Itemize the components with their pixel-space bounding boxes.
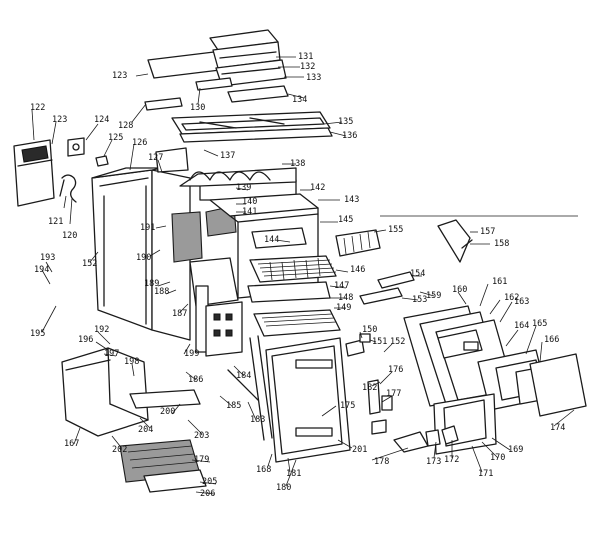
callout-123: 123 [52, 115, 67, 125]
callout-204: 204 [138, 425, 153, 435]
drawer-hardware-parts [367, 379, 459, 453]
callout-194: 194 [34, 265, 49, 275]
callout-203: 203 [194, 431, 209, 441]
callout-140: 140 [242, 197, 257, 207]
callout-199: 199 [184, 349, 199, 359]
callout-191: 191 [140, 223, 155, 233]
callout-179: 179 [194, 455, 209, 465]
callout-126: 126 [132, 138, 147, 148]
callout-158: 158 [494, 239, 509, 249]
callout-177: 177 [386, 389, 401, 399]
callout-171: 171 [478, 469, 493, 479]
callout-187: 187 [172, 309, 187, 319]
callout-130: 130 [190, 103, 205, 113]
callout-120: 120 [62, 231, 77, 241]
callout-195: 195 [30, 329, 45, 339]
callout-150: 150 [362, 325, 377, 335]
callout-160: 160 [452, 285, 467, 295]
callout-132: 132 [300, 62, 315, 72]
callout-157: 157 [480, 227, 495, 237]
callout-186: 186 [188, 375, 203, 385]
callout-153: 153 [412, 295, 427, 305]
callout-169: 169 [508, 445, 523, 455]
callout-151: 151 [372, 337, 387, 347]
callout-155: 155 [388, 225, 403, 235]
callout-200: 200 [160, 407, 175, 417]
callout-152: 152 [82, 259, 97, 269]
callout-125: 125 [108, 133, 123, 143]
callout-142: 142 [310, 183, 325, 193]
callout-175: 175 [340, 401, 355, 411]
callout-196: 196 [78, 335, 93, 345]
callout-162: 162 [504, 293, 519, 303]
callout-166: 166 [544, 335, 559, 345]
callout-206: 206 [200, 489, 215, 499]
callout-184: 184 [236, 371, 251, 381]
callout-154: 154 [410, 269, 425, 279]
callout-167: 167 [64, 439, 79, 449]
callout-193: 193 [40, 253, 55, 263]
callout-135: 135 [338, 117, 353, 127]
callout-198: 198 [124, 357, 139, 367]
callout-149: 149 [336, 303, 351, 313]
callout-159: 159 [426, 291, 441, 301]
callout-121: 121 [48, 217, 63, 227]
front-frame-parts [249, 335, 351, 463]
callout-178: 178 [374, 457, 389, 467]
callout-141: 141 [242, 207, 257, 217]
callout-143: 143 [344, 195, 359, 205]
callout-180: 180 [276, 483, 291, 493]
callout-165: 165 [532, 319, 547, 329]
callout-174: 174 [550, 423, 565, 433]
top-panel-parts [144, 29, 333, 143]
callout-134: 134 [292, 95, 307, 105]
callout-185: 185 [226, 401, 241, 411]
callout-138: 138 [290, 159, 305, 169]
callout-152: 152 [390, 337, 405, 347]
callout-139: 139 [236, 183, 251, 193]
callout-189: 189 [144, 279, 159, 289]
callout-188: 188 [154, 287, 169, 297]
callout-197: 197 [104, 349, 119, 359]
callout-122: 122 [30, 103, 45, 113]
oven-door-assembly [403, 305, 587, 455]
callout-173: 173 [426, 457, 441, 467]
callout-145: 145 [338, 215, 353, 225]
callout-128: 128 [118, 121, 133, 131]
broiler-drawer-parts [61, 347, 259, 493]
callout-192: 192 [94, 325, 109, 335]
callout-202: 202 [112, 445, 127, 455]
oven-rack-parts [247, 227, 341, 337]
callout-205: 205 [202, 477, 217, 487]
callout-190: 190 [136, 253, 151, 263]
callout-164: 164 [514, 321, 529, 331]
callout-161: 161 [492, 277, 507, 287]
callout-137: 137 [220, 151, 235, 161]
callout-133: 133 [306, 73, 321, 83]
callout-127: 127 [148, 153, 163, 163]
callout-136: 136 [342, 131, 357, 141]
callout-147: 147 [334, 281, 349, 291]
callout-123: 123 [112, 71, 127, 81]
callout-181: 181 [286, 469, 301, 479]
callout-201: 201 [352, 445, 367, 455]
callout-176: 176 [388, 365, 403, 375]
callout-168: 168 [256, 465, 271, 475]
leader-lines [31, 56, 578, 495]
trim-small-parts [335, 219, 473, 357]
callout-163: 163 [514, 297, 529, 307]
callout-172: 172 [444, 455, 459, 465]
callout-131: 131 [298, 52, 313, 62]
callout-183: 183 [250, 415, 265, 425]
callout-146: 146 [350, 265, 365, 275]
callout-182: 182 [362, 383, 377, 393]
side-panel-parts [13, 137, 109, 207]
callout-148: 148 [338, 293, 353, 303]
callout-124: 124 [94, 115, 109, 125]
callout-144: 144 [264, 235, 279, 245]
callout-170: 170 [490, 453, 505, 463]
